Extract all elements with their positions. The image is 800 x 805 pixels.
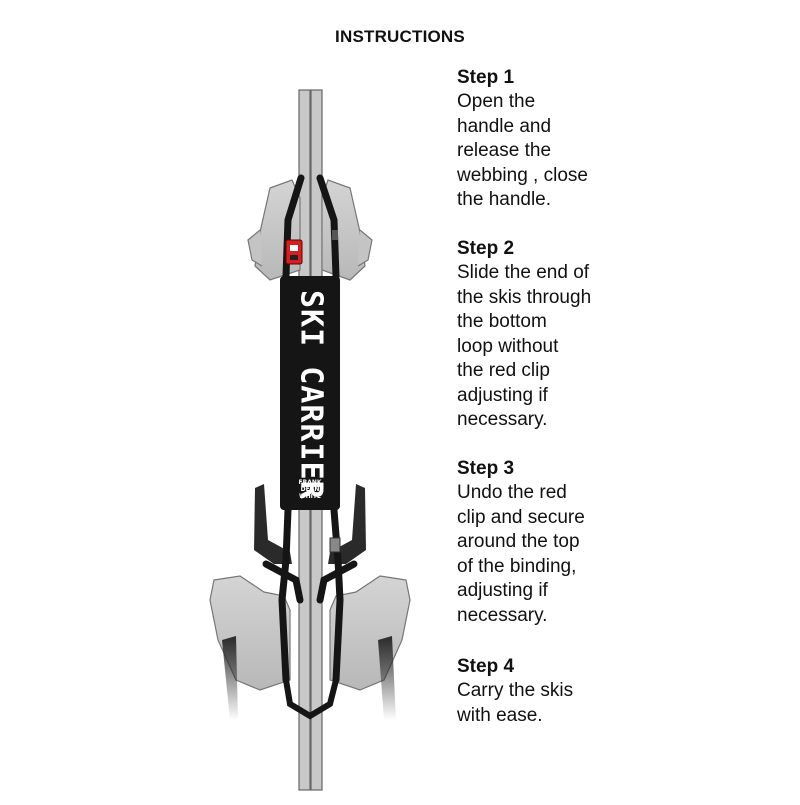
step-heading: Step 3 [457, 458, 515, 479]
step-heading: Step 4 [457, 656, 515, 677]
svg-text:WHITE: WHITE [299, 493, 321, 500]
step-text: Slide the end of the skis through the bo… [457, 262, 592, 430]
upper-boots [247, 179, 373, 281]
step-text: Undo the red clip and secure around the … [457, 482, 585, 626]
step-2: Step 2 Slide the end of the skis through… [457, 237, 787, 433]
brand-logo: FRANK [298, 479, 321, 486]
step-text: Carry the skis with ease. [457, 680, 574, 726]
svg-text:DEAN: DEAN [301, 486, 320, 493]
ski-carrier-illustration: SKI CARRIER FRANK DEAN WHITE [200, 80, 440, 800]
lower-boots [209, 575, 411, 720]
page-title: INSTRUCTIONS [335, 27, 465, 46]
sleeve-label: SKI CARRIER [294, 290, 329, 500]
step-heading: Step 2 [457, 238, 515, 259]
carrier-sleeve: SKI CARRIER FRANK DEAN WHITE [280, 276, 340, 510]
step-text: Open the handle and release the webbing … [457, 91, 588, 210]
step-heading: Step 1 [457, 67, 515, 88]
step-3: Step 3 Undo the red clip and secure arou… [457, 457, 787, 628]
step-1: Step 1 Open the handle and release the w… [457, 66, 787, 213]
step-4: Step 4 Carry the skis with ease. [457, 655, 787, 728]
red-clip [285, 239, 303, 265]
buckle [329, 230, 341, 553]
bottom-loop [283, 679, 339, 720]
